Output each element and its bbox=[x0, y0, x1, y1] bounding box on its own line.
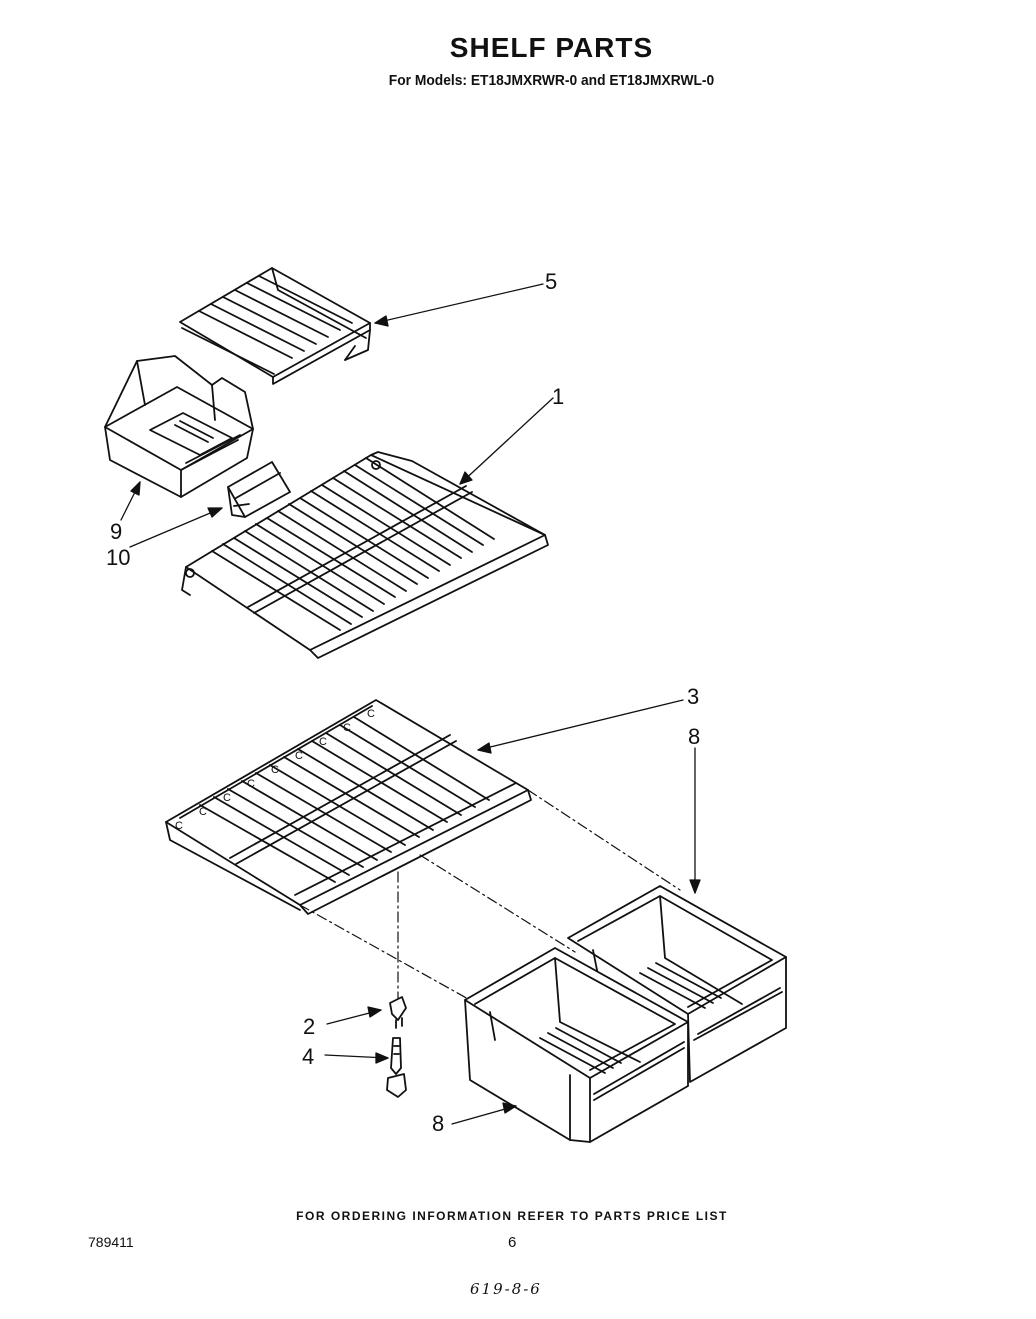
svg-text:C: C bbox=[343, 722, 351, 734]
assembly-lines bbox=[299, 789, 681, 1001]
bin-clip bbox=[227, 461, 291, 518]
callout-3: 3 bbox=[687, 684, 699, 709]
leader-lines bbox=[120, 283, 701, 1125]
callout-4: 4 bbox=[302, 1044, 314, 1069]
shelf-clip-row: C C C C C C C C C bbox=[175, 708, 375, 832]
large-wire-shelf bbox=[181, 451, 549, 659]
handwritten-note: 619-8-6 bbox=[470, 1280, 542, 1298]
svg-text:C: C bbox=[271, 764, 279, 776]
svg-text:C: C bbox=[247, 778, 255, 790]
page-number: 6 bbox=[508, 1234, 517, 1251]
model-subtitle: For Models: ET18JMXRWR-0 and ET18JMXRWL-… bbox=[388, 72, 715, 89]
callout-8-left: 8 bbox=[432, 1111, 444, 1136]
callout-10: 10 bbox=[106, 545, 130, 570]
crisper-drawer-right bbox=[567, 885, 787, 1083]
svg-text:C: C bbox=[175, 820, 183, 832]
svg-text:C: C bbox=[223, 792, 231, 804]
small-wire-shelf bbox=[179, 267, 371, 385]
callout-8-right: 8 bbox=[688, 724, 700, 749]
callout-2: 2 bbox=[303, 1014, 315, 1039]
svg-text:C: C bbox=[295, 750, 303, 762]
callout-1: 1 bbox=[552, 384, 564, 409]
crisper-drawer-left bbox=[464, 947, 689, 1143]
small-bin bbox=[104, 355, 254, 498]
svg-text:C: C bbox=[199, 806, 207, 818]
support-bracket bbox=[389, 996, 407, 1029]
ordering-note: FOR ORDERING INFORMATION REFER TO PARTS … bbox=[296, 1209, 728, 1223]
document-number: 789411 bbox=[88, 1234, 134, 1250]
callout-5: 5 bbox=[545, 269, 557, 294]
svg-text:C: C bbox=[319, 736, 327, 748]
page-title: SHELF PARTS bbox=[449, 32, 654, 63]
support-post bbox=[386, 1037, 407, 1098]
svg-text:C: C bbox=[367, 708, 375, 720]
callout-9: 9 bbox=[110, 519, 122, 544]
